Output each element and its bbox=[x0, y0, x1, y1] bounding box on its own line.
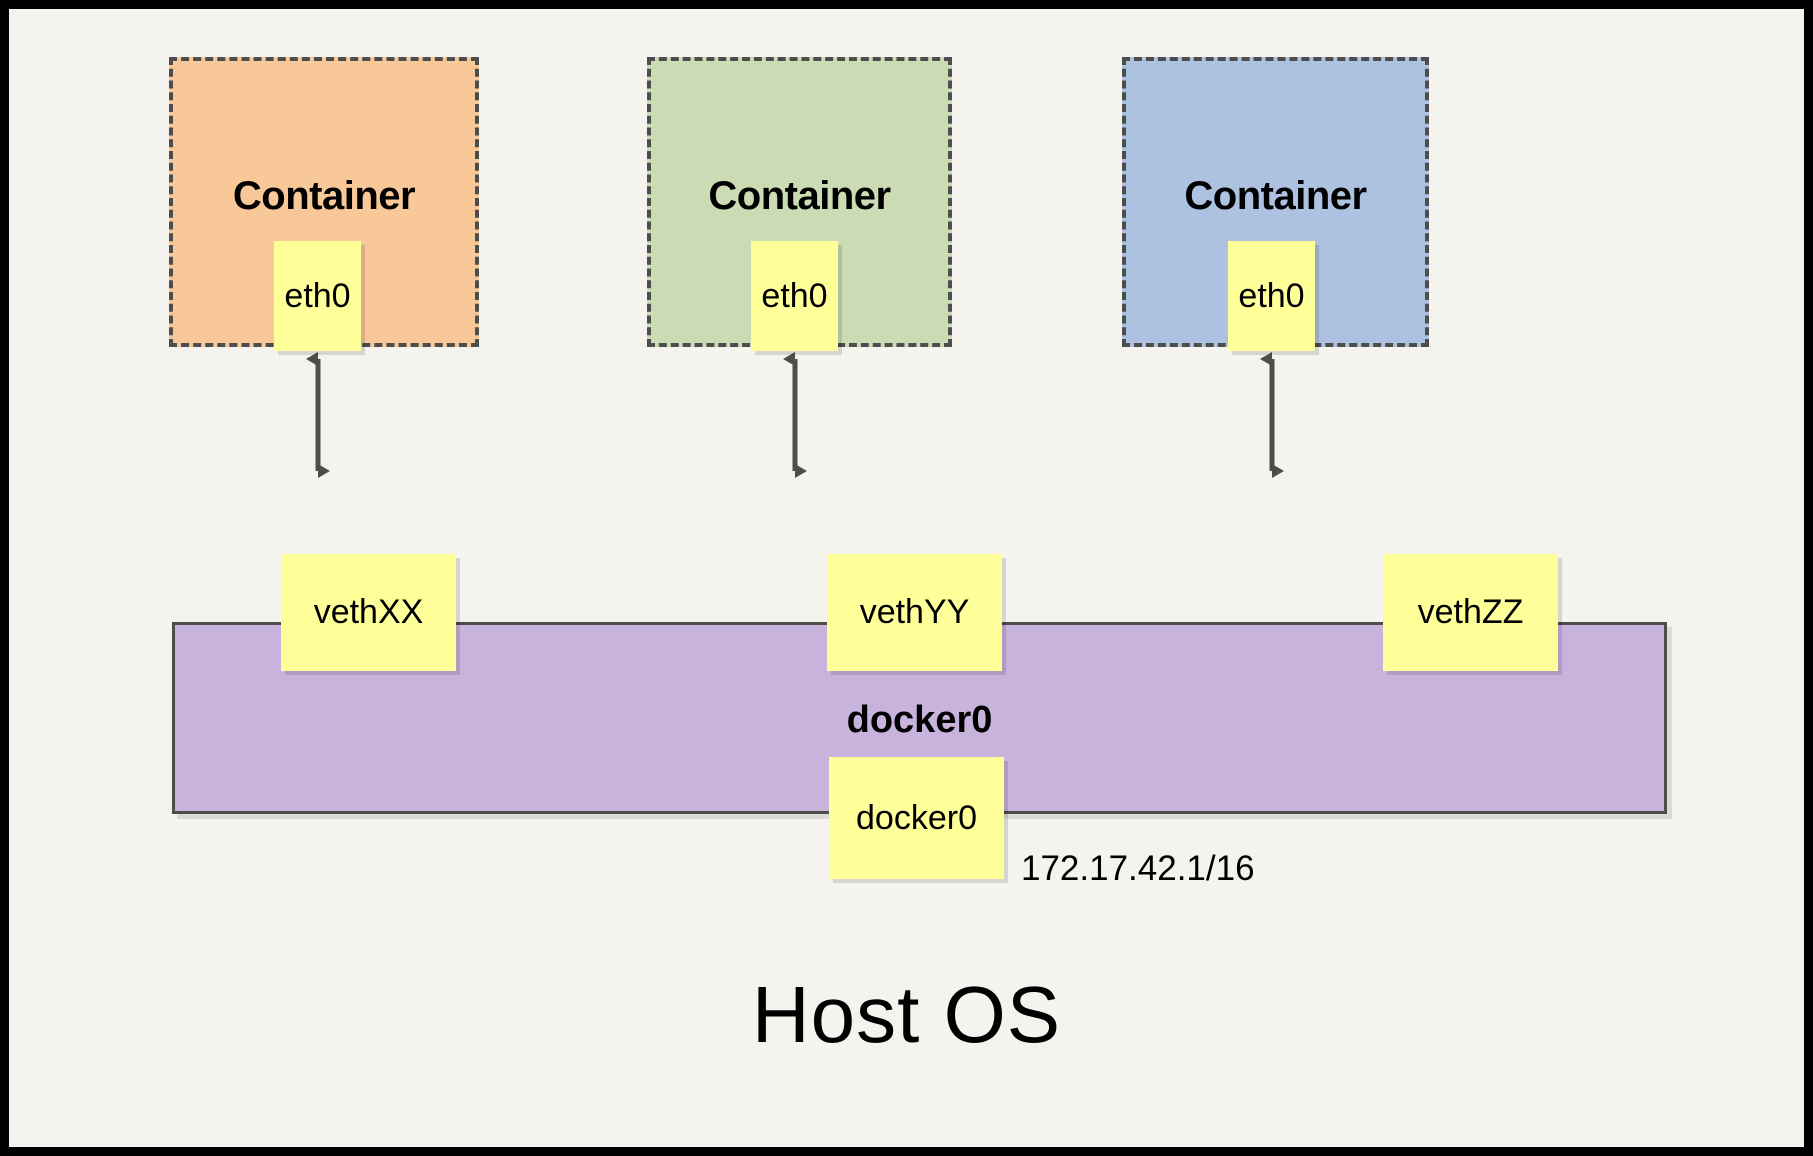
veth-note-1: vethXX bbox=[281, 554, 456, 671]
veth-note-1-label: vethXX bbox=[313, 593, 424, 631]
veth-arrow-1 bbox=[306, 352, 330, 478]
veth-arrow-3 bbox=[1260, 352, 1284, 478]
eth0-note-1: eth0 bbox=[274, 241, 361, 351]
container-title-2: Container bbox=[708, 174, 891, 218]
eth0-note-3: eth0 bbox=[1228, 241, 1315, 351]
eth0-note-1-label: eth0 bbox=[284, 276, 351, 315]
eth0-note-2-label: eth0 bbox=[761, 276, 828, 315]
eth0-note-2: eth0 bbox=[751, 241, 838, 351]
veth-arrow-2 bbox=[783, 352, 807, 478]
container-title-1: Container bbox=[232, 174, 416, 218]
veth-note-2: vethYY bbox=[827, 554, 1002, 671]
eth0-note-3-label: eth0 bbox=[1238, 276, 1305, 315]
veth-note-3: vethZZ bbox=[1383, 554, 1558, 671]
container-title-3: Container bbox=[1184, 174, 1367, 218]
docker0-bridge-label: docker0 bbox=[846, 699, 993, 741]
docker0-ip-label: 172.17.42.1/16 bbox=[1021, 849, 1255, 888]
docker0-interface-label: docker0 bbox=[856, 798, 977, 837]
host-os-label: Host OS bbox=[751, 970, 1062, 1059]
veth-note-2-label: vethYY bbox=[859, 593, 970, 631]
veth-note-3-label: vethZZ bbox=[1417, 593, 1524, 631]
docker0-interface-note: docker0 bbox=[829, 757, 1004, 879]
